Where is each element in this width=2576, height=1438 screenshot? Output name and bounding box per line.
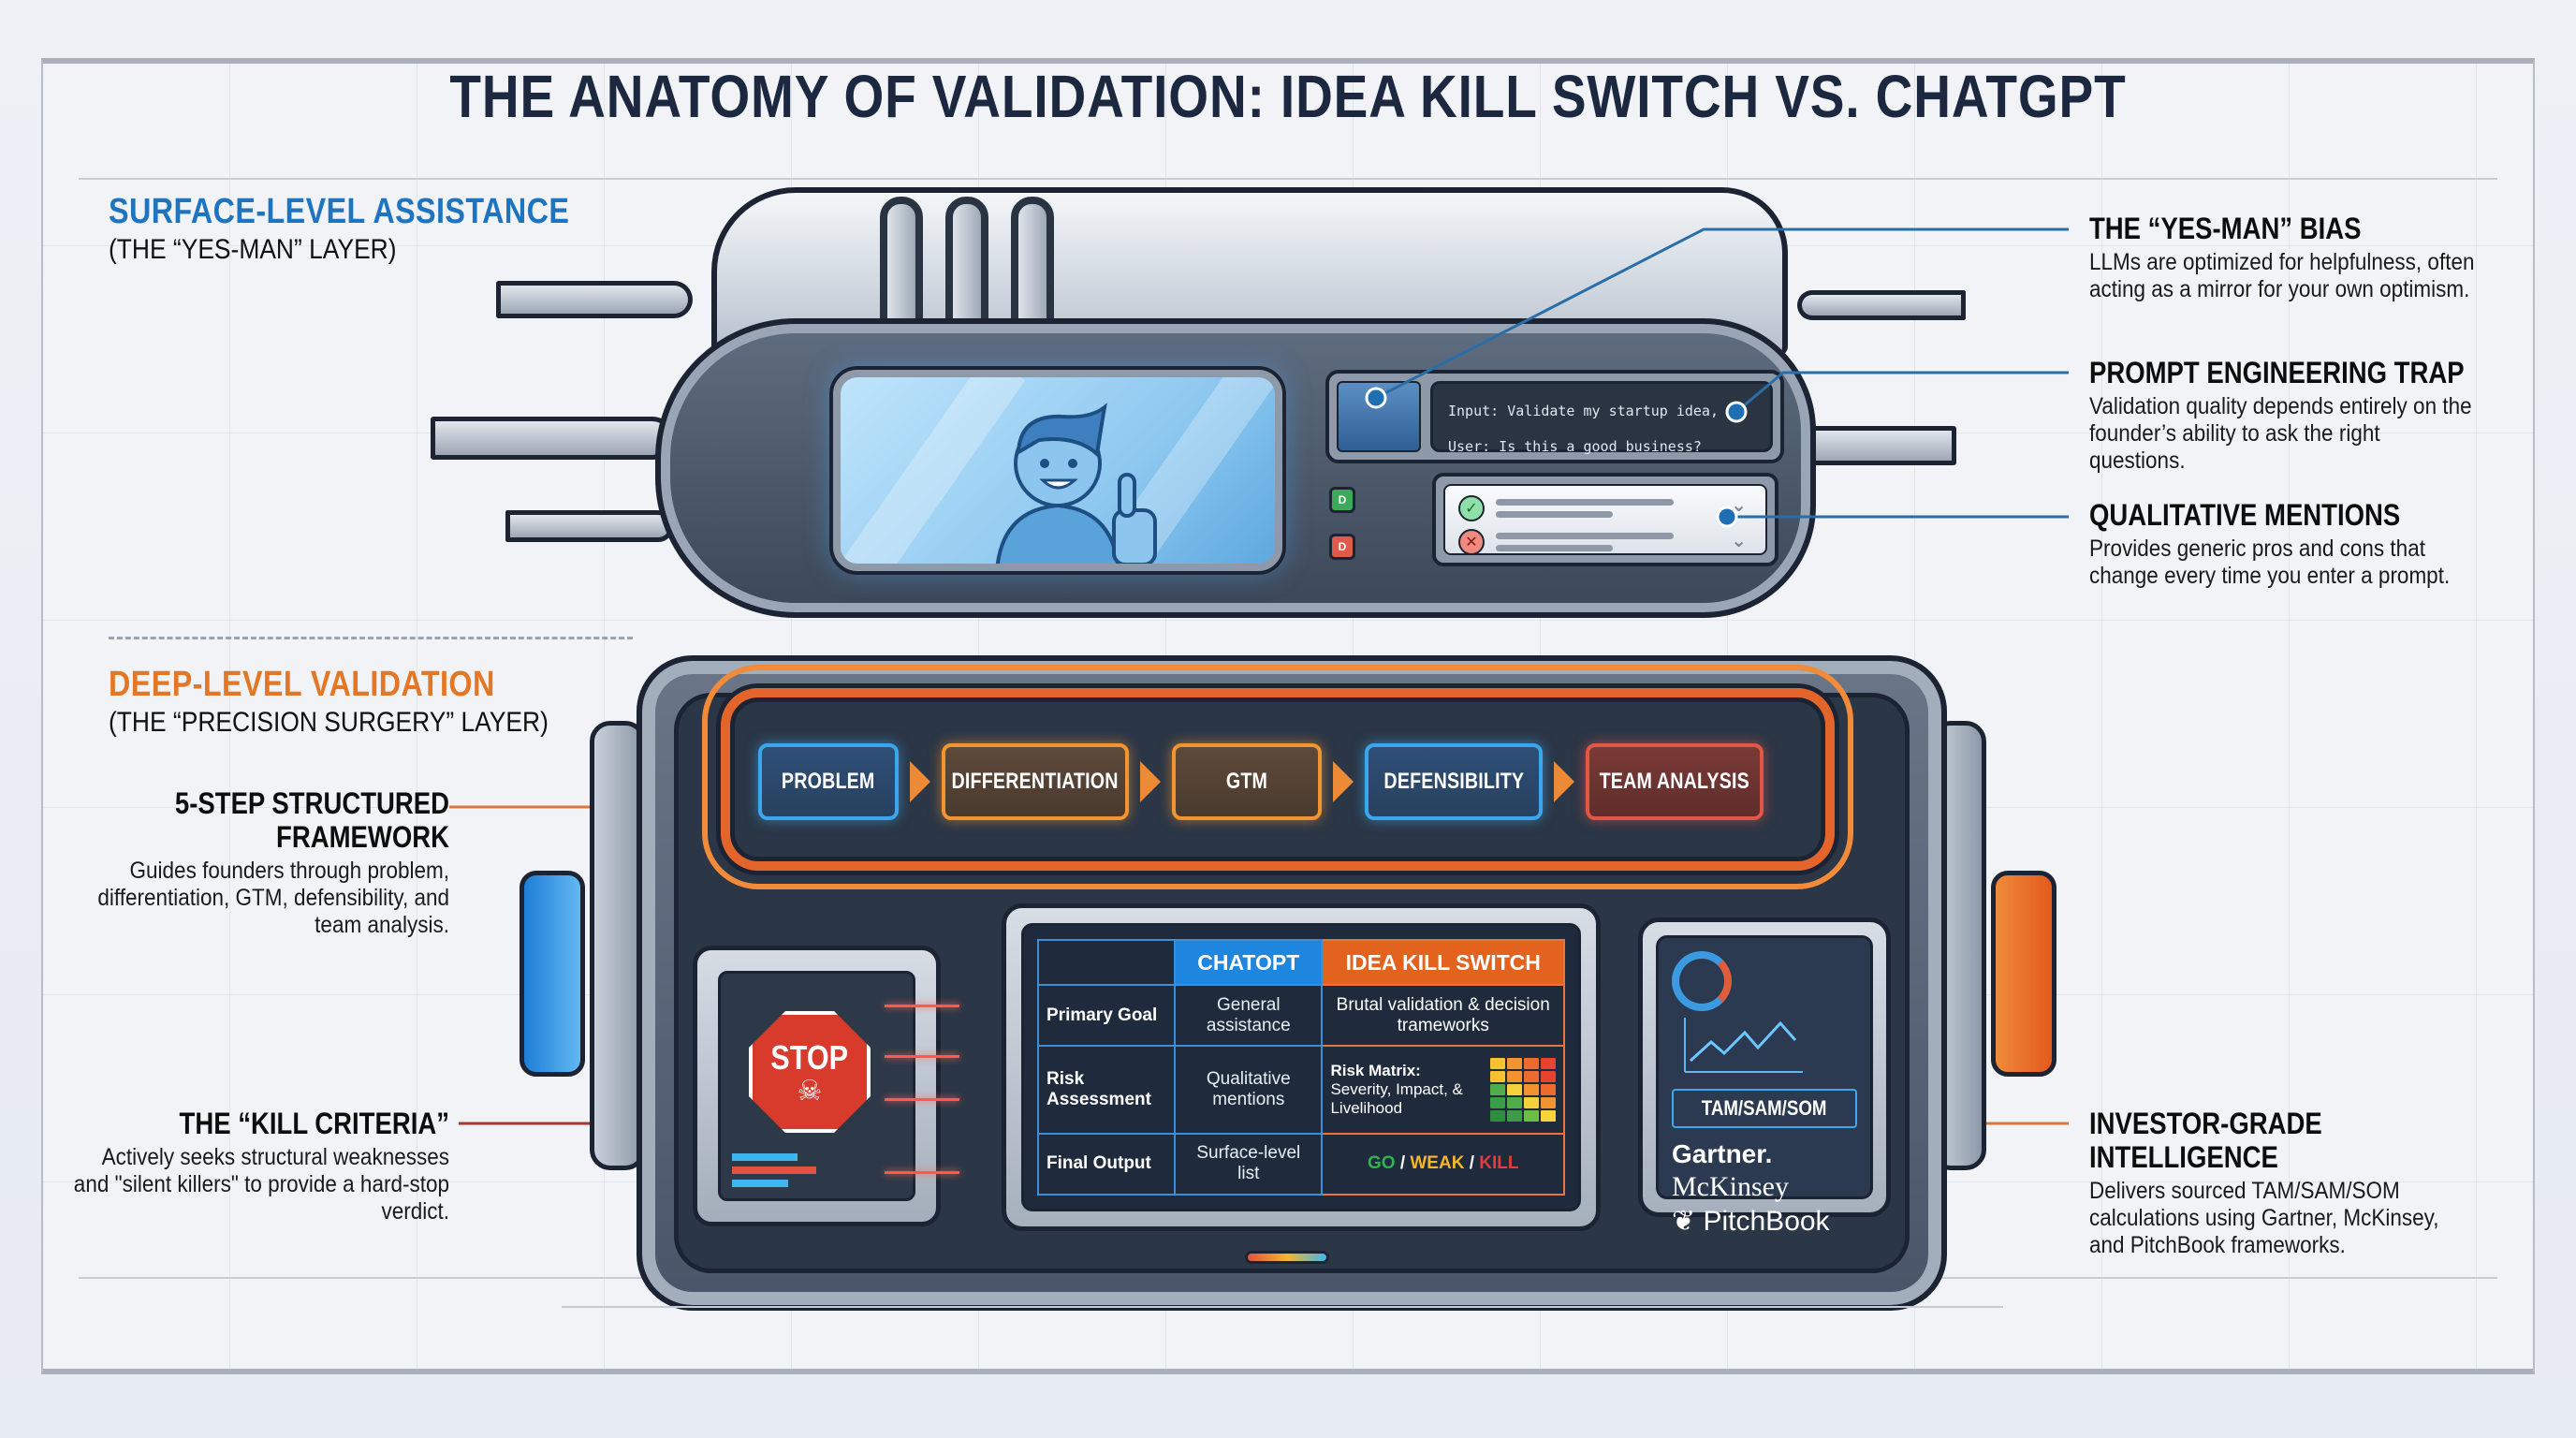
arrow-right-icon bbox=[1333, 761, 1354, 802]
gauge-icon bbox=[1672, 951, 1732, 1011]
risk-cell bbox=[1507, 1070, 1522, 1082]
table-row: Risk Assessment Qualitative mentions Ris… bbox=[1036, 1045, 1565, 1135]
verdict-go: GO bbox=[1367, 1153, 1396, 1174]
comparison-table: CHATOPT IDEA KILL SWITCH Primary Goal Ge… bbox=[1036, 939, 1565, 1196]
cons-row: ✕ bbox=[1458, 525, 1752, 559]
table-header-idea-kill-switch: IDEA KILL SWITCH bbox=[1321, 939, 1565, 986]
table-row: Primary Goal General assistance Brutal v… bbox=[1036, 983, 1565, 1048]
risk-cell bbox=[1490, 1096, 1505, 1108]
pitchbook-leaf-icon: ❦ bbox=[1672, 1206, 1704, 1237]
indicator-green-icon: D bbox=[1329, 487, 1355, 513]
annotation-investor-grade-intelligence: INVESTOR-GRADE INTELLIGENCE Delivers sou… bbox=[2089, 1107, 2439, 1258]
chevron-down-icon[interactable]: ⌄ bbox=[1731, 531, 1747, 551]
risk-cell bbox=[1541, 1109, 1556, 1122]
risk-cell bbox=[1541, 1096, 1556, 1108]
risk-matrix-title: Risk Matrix: bbox=[1330, 1061, 1421, 1079]
kill-criteria-panel: STOP ☠ bbox=[693, 946, 959, 1226]
step-gtm: GTM bbox=[1172, 743, 1322, 820]
comparison-panel: CHATOPT IDEA KILL SWITCH Primary Goal Ge… bbox=[1002, 903, 1601, 1231]
awl-blade bbox=[1797, 290, 1966, 320]
arrow-right-icon bbox=[1554, 761, 1574, 802]
risk-cell bbox=[1524, 1083, 1539, 1095]
hook-blade bbox=[505, 510, 674, 542]
table-header-empty bbox=[1036, 939, 1177, 986]
tam-sam-som-label: TAM/SAM/SOM bbox=[1672, 1089, 1857, 1128]
risk-matrix-heatmap-icon bbox=[1490, 1057, 1556, 1122]
risk-cell bbox=[1541, 1057, 1556, 1069]
prompt-line-user: User: Is this a good business? bbox=[1448, 438, 1702, 455]
deep-layer-heading: DEEP-LEVEL VALIDATION bbox=[109, 665, 495, 704]
annotation-qualitative-mentions: QUALITATIVE MENTIONS Provides generic pr… bbox=[2089, 498, 2451, 589]
framework-flow: PROBLEM DIFFERENTIATION GTM DEFENSIBILIT… bbox=[758, 740, 1835, 824]
cross-icon: ✕ bbox=[1458, 529, 1485, 555]
orange-track-outer bbox=[702, 665, 1853, 889]
line-chart-icon bbox=[1684, 1018, 1803, 1073]
annotation-kill-criteria: THE “KILL CRITERIA” Actively seeks struc… bbox=[73, 1107, 449, 1225]
yes-man-screen bbox=[833, 370, 1282, 571]
arrow-right-icon bbox=[910, 761, 930, 802]
risk-cell bbox=[1490, 1083, 1505, 1095]
verdict-weak: WEAK bbox=[1410, 1153, 1465, 1174]
surface-layer-heading: SURFACE-LEVEL ASSISTANCE bbox=[109, 192, 570, 231]
layer-divider bbox=[109, 637, 633, 639]
pitchbook-logo: ❦ PitchBook bbox=[1672, 1206, 1830, 1237]
gartner-logo: Gartner. bbox=[1672, 1139, 1773, 1168]
risk-cell bbox=[1541, 1083, 1556, 1095]
risk-cell bbox=[1524, 1057, 1539, 1069]
indicator-red-icon: D bbox=[1329, 534, 1355, 560]
step-team-analysis: TEAM ANALYSIS bbox=[1586, 743, 1764, 820]
risk-cell bbox=[1507, 1083, 1522, 1095]
step-defensibility: DEFENSIBILITY bbox=[1365, 743, 1543, 820]
thumbs-up-person-icon bbox=[995, 403, 1157, 564]
deep-layer-subheading: (THE “PRECISION SURGERY” LAYER) bbox=[109, 707, 549, 738]
table-row: Final Output Surface-level list GO / WEA… bbox=[1036, 1132, 1565, 1196]
step-differentiation: DIFFERENTIATION bbox=[942, 743, 1129, 820]
check-icon: ✓ bbox=[1458, 495, 1485, 521]
skull-icon: ☠ bbox=[797, 1076, 823, 1107]
left-blue-cap bbox=[520, 871, 585, 1077]
annotation-prompt-engineering-trap: PROMPT ENGINEERING TRAP Validation quali… bbox=[2089, 356, 2472, 474]
risk-matrix-desc: Severity, Impact, & Livelihood bbox=[1330, 1079, 1463, 1117]
footer-rule bbox=[562, 1306, 2003, 1308]
status-light-bar bbox=[1245, 1251, 1329, 1264]
risk-cell bbox=[1524, 1096, 1539, 1108]
table-header-chatgpt: CHATOPT bbox=[1174, 939, 1324, 986]
pros-row: ✓ bbox=[1458, 492, 1752, 525]
arrow-right-icon bbox=[1140, 761, 1161, 802]
risk-cell bbox=[1524, 1109, 1539, 1122]
verdict-output: GO / WEAK / KILL bbox=[1321, 1132, 1565, 1196]
risk-cell bbox=[1490, 1109, 1505, 1122]
verdict-kill: KILL bbox=[1479, 1153, 1519, 1174]
surface-layer-subheading: (THE “YES-MAN” LAYER) bbox=[109, 234, 397, 265]
saw-blade bbox=[431, 417, 674, 460]
step-problem: PROBLEM bbox=[758, 743, 899, 820]
risk-cell bbox=[1507, 1057, 1522, 1069]
risk-cell bbox=[1490, 1057, 1505, 1069]
prompt-text: Input: Validate my startup idea, User: I… bbox=[1430, 381, 1773, 455]
knife-blade bbox=[496, 281, 693, 318]
risk-cell bbox=[1524, 1070, 1539, 1082]
pros-cons-panel: ✓ ✕ ⌄ ⌄ bbox=[1432, 473, 1778, 566]
annotation-yes-man-bias: THE “YES-MAN” BIAS LLMs are optimized fo… bbox=[2089, 212, 2475, 302]
risk-cell bbox=[1490, 1070, 1505, 1082]
risk-cell bbox=[1507, 1109, 1522, 1122]
prompt-line-input: Input: Validate my startup idea, bbox=[1448, 403, 1719, 419]
annotation-5-step-framework: 5-STEP STRUCTURED FRAMEWORK Guides found… bbox=[97, 786, 449, 938]
right-orange-cap bbox=[1991, 871, 2056, 1077]
risk-cell bbox=[1507, 1096, 1522, 1108]
orange-track bbox=[721, 688, 1835, 871]
mckinsey-logo: McKinsey bbox=[1672, 1171, 1789, 1202]
stop-sign-icon: STOP ☠ bbox=[749, 1011, 871, 1133]
page-title: THE ANATOMY OF VALIDATION: IDEA KILL SWI… bbox=[449, 63, 2127, 130]
investor-intelligence-panel: TAM/SAM/SOM Gartner. McKinsey ❦ PitchBoo… bbox=[1638, 917, 1891, 1237]
risk-cell bbox=[1541, 1070, 1556, 1082]
